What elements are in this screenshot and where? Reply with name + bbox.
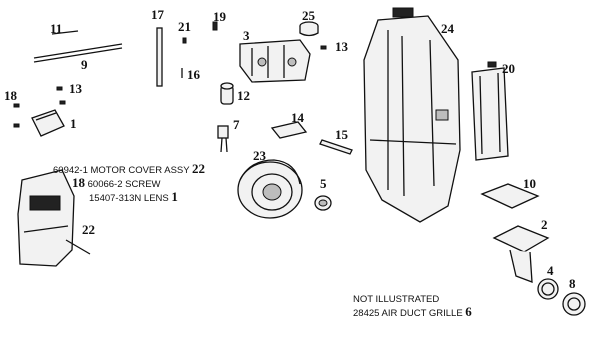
part-13-screw-upper xyxy=(320,45,327,50)
legend-line-2-text: 60066-2 SCREW xyxy=(87,179,161,190)
part-15-bar xyxy=(319,139,353,155)
callout-14: 14 xyxy=(291,110,304,125)
callout-9: 9 xyxy=(81,57,88,72)
part-20-filter xyxy=(471,61,509,161)
callout-17: 17 xyxy=(151,7,164,22)
callout-2: 2 xyxy=(541,217,548,232)
part-18-screw xyxy=(13,103,20,108)
part-22-motor-cover xyxy=(17,169,91,267)
callout-12: 12 xyxy=(237,88,250,103)
not-illustrated-item: 28425 AIR DUCT GRILLE 6 xyxy=(353,304,472,319)
part-11-rod xyxy=(51,30,79,35)
callout-22-part: 22 xyxy=(82,222,95,237)
callout-23: 23 xyxy=(253,148,266,163)
not-illustrated-item-num: 6 xyxy=(465,304,472,319)
callout-8: 8 xyxy=(569,276,576,291)
legend-line-3: 15407-313N LENS 1 xyxy=(89,189,178,204)
part-25-cap xyxy=(299,21,319,37)
part-2-nozzle xyxy=(492,225,550,283)
part-23-motor xyxy=(237,159,303,219)
part-21-clip xyxy=(182,37,187,44)
callout-10: 10 xyxy=(523,176,536,191)
part-13-screws xyxy=(13,86,66,128)
part-10-pad xyxy=(480,183,540,209)
callout-15: 15 xyxy=(335,127,348,142)
part-19-screw xyxy=(212,21,218,31)
callout-20: 20 xyxy=(502,61,515,76)
callout-13-left: 13 xyxy=(69,81,82,96)
part-8-ring xyxy=(562,292,586,316)
legend-line-3-text: 15407-313N LENS xyxy=(89,193,169,204)
callout-16: 16 xyxy=(187,67,200,82)
legend-line-3-num: 1 xyxy=(171,189,178,204)
part-5-ring xyxy=(314,195,332,211)
part-1-lens xyxy=(31,109,65,137)
callout-13-right: 13 xyxy=(335,39,348,54)
part-9-rod xyxy=(33,43,123,63)
legend-line-1-text: 60942-1 MOTOR COVER ASSY xyxy=(53,165,190,176)
callout-19: 19 xyxy=(213,9,226,24)
legend-line-1: 60942-1 MOTOR COVER ASSY 22 xyxy=(53,161,206,176)
part-3-bracket xyxy=(239,39,311,83)
callout-25: 25 xyxy=(302,8,315,23)
part-14-plate xyxy=(270,121,308,139)
callout-21: 21 xyxy=(178,19,191,34)
callout-7: 7 xyxy=(233,117,240,132)
not-illustrated-item-text: 28425 AIR DUCT GRILLE xyxy=(353,308,463,319)
callout-3: 3 xyxy=(243,28,250,43)
callout-24: 24 xyxy=(441,21,454,36)
callout-4: 4 xyxy=(547,263,554,278)
legend-line-2-num: 18 xyxy=(72,175,85,190)
callout-5: 5 xyxy=(320,176,327,191)
part-12-bushing xyxy=(220,82,234,105)
callout-1: 1 xyxy=(70,116,77,131)
legend-line-1-num: 22 xyxy=(192,161,206,176)
callout-11: 11 xyxy=(50,21,63,36)
callout-18: 18 xyxy=(4,88,17,103)
legend-line-2: 18 60066-2 SCREW xyxy=(72,175,161,190)
part-7-switch xyxy=(217,125,229,153)
part-17-rod xyxy=(156,27,163,87)
part-24-housing xyxy=(363,7,461,223)
not-illustrated-heading: NOT ILLUSTRATED xyxy=(353,294,440,305)
part-4-ring xyxy=(537,278,559,300)
